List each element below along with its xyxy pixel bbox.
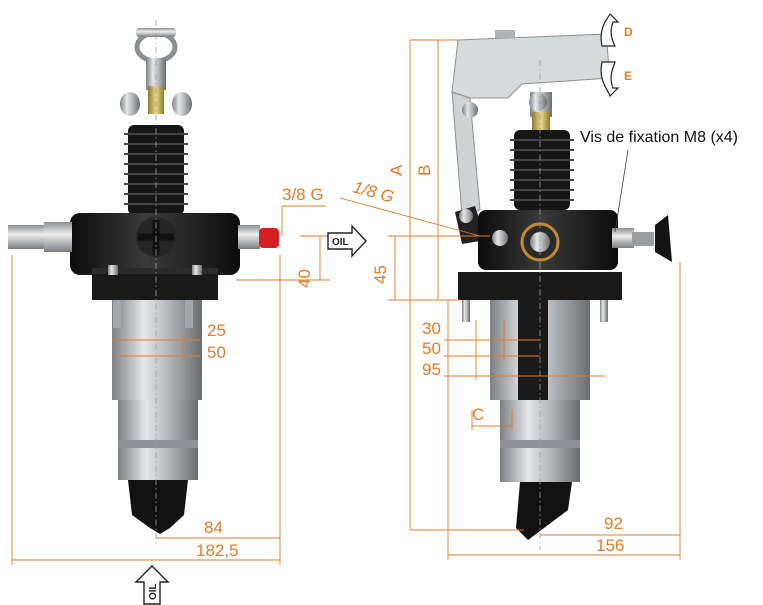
annotations: Vis de fixation M8 (x4) D E OIL OIL: [134, 12, 738, 605]
oil-arrow-up-icon: OIL: [134, 565, 170, 605]
oil-outlet-fitting: [238, 225, 260, 249]
dim-30: 30: [422, 319, 441, 338]
dim-95: 95: [422, 360, 441, 379]
base-plate: [92, 272, 218, 300]
svg-text:OIL: OIL: [332, 237, 349, 248]
dim-92: 92: [604, 514, 623, 533]
arrow-up-icon: [600, 12, 620, 47]
dim-45: 45: [371, 265, 390, 284]
dim-50-right: 50: [422, 339, 441, 358]
clevis-nut: [120, 92, 140, 116]
left-pump-view: [8, 20, 279, 545]
dim-84: 84: [204, 518, 223, 537]
dim-C: C: [472, 405, 484, 424]
bellows-right: [510, 130, 574, 210]
dim-A: A: [387, 164, 406, 176]
arrow-e-label: E: [624, 69, 632, 83]
dim-182-5: 182,5: [196, 541, 239, 560]
dim-156: 156: [596, 536, 624, 555]
handle-ring-top: [136, 28, 176, 37]
clevis-brass: [148, 86, 164, 114]
pump-foot-right: [516, 482, 572, 540]
lever-arm: [451, 91, 481, 216]
oil-arrow-right-icon: OIL: [327, 224, 367, 258]
red-cap: [259, 228, 279, 248]
lever-handle: [451, 33, 611, 99]
fixing-screw-label: Vis de fixation M8 (x4): [580, 129, 738, 146]
dim-1-8g: 1/8 G: [351, 178, 396, 207]
dimensions-left: 3/8 G 40 25 50 84 182,5: [11, 185, 330, 565]
dim-25: 25: [207, 321, 226, 340]
clevis-nut-2: [172, 92, 192, 116]
arrow-down-icon: [600, 61, 620, 98]
dim-B: B: [415, 165, 434, 176]
dimensions-right: A B 45 1/8 G 30 50 95 C 92 156: [339, 39, 681, 560]
left-fitting: [8, 225, 48, 249]
dim-40: 40: [295, 269, 314, 288]
arrow-d-label: D: [624, 25, 633, 39]
dim-3-8g: 3/8 G: [282, 185, 324, 204]
pump-foot: [128, 480, 188, 534]
right-pump-view: [451, 30, 672, 550]
dim-50-left: 50: [207, 343, 226, 362]
svg-text:OIL: OIL: [148, 583, 159, 600]
